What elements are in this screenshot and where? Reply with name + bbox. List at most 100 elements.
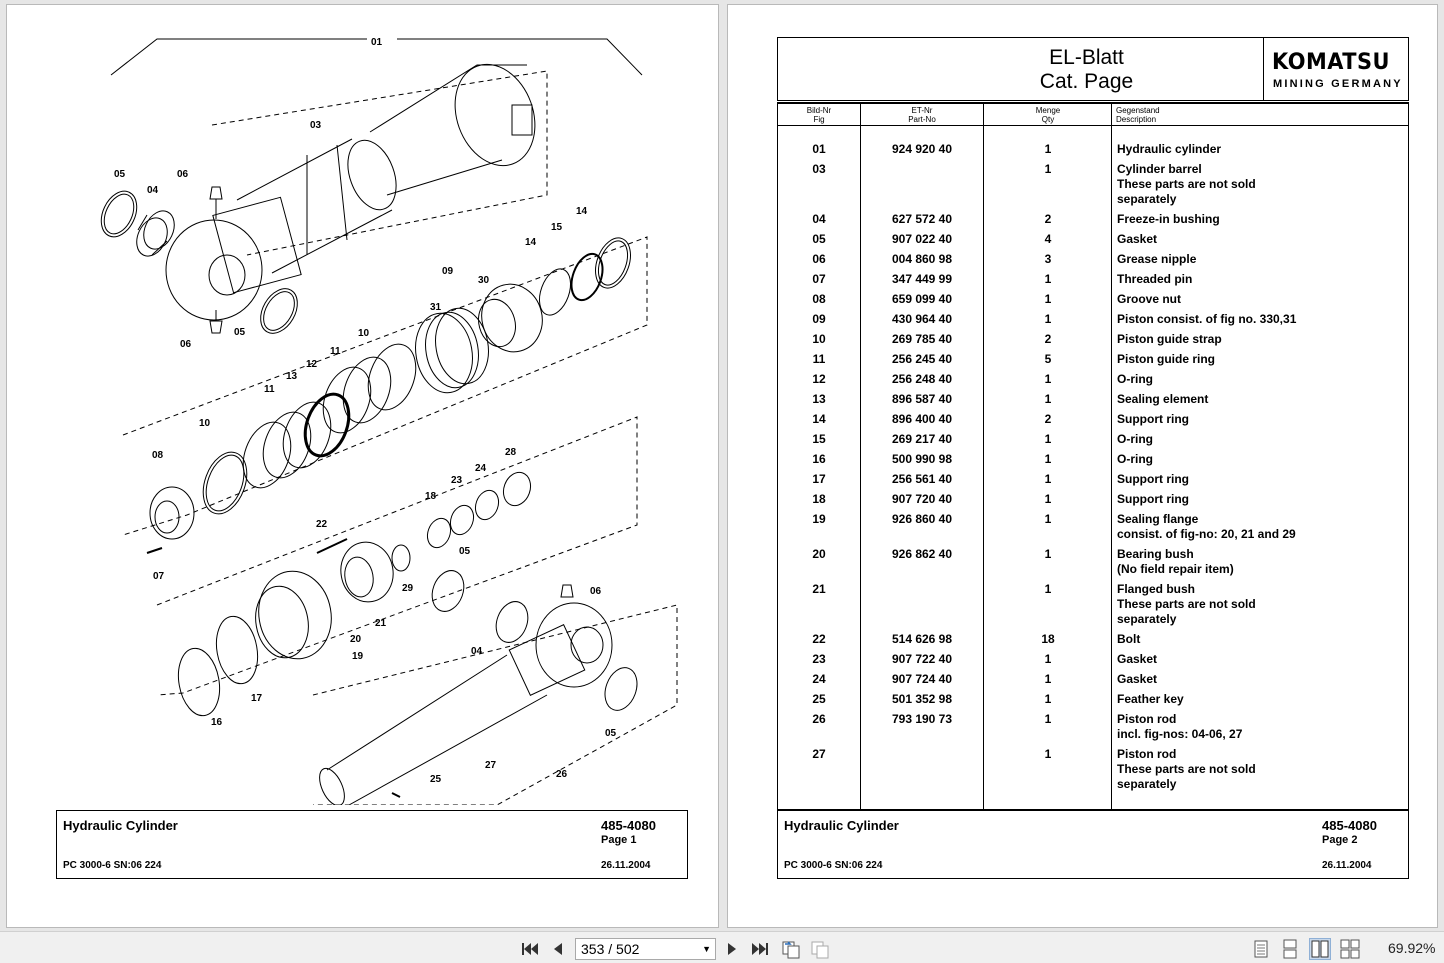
label-14: 14 [576, 206, 588, 217]
qty-cell: 3 [1044, 252, 1052, 266]
catalog-page-title: Hydraulic Cylinder [784, 818, 899, 833]
description-cell: Piston consist. of fig no. 330,31 [1117, 312, 1407, 327]
description-line: separately [1117, 777, 1177, 791]
description-line: Gasket [1117, 672, 1158, 686]
catalog-number: 485-4080 [1322, 818, 1377, 833]
part-no-cell: 627 572 40 [891, 212, 953, 226]
fig-cell: 19 [812, 512, 826, 526]
description-line: Hydraulic cylinder [1117, 142, 1222, 156]
qty-cell: 1 [1044, 162, 1052, 176]
label-01: 01 [371, 37, 383, 48]
continuous-icon[interactable] [1279, 938, 1301, 960]
description-line: Support ring [1117, 492, 1189, 506]
part-no-cell: 793 190 73 [891, 712, 953, 726]
description-line: Cylinder barrel [1117, 162, 1202, 176]
description-cell: O-ring [1117, 432, 1407, 447]
fig-cell: 17 [812, 472, 826, 486]
label-10b: 10 [199, 418, 211, 429]
machine-model: PC 3000-6 SN:06 224 [63, 860, 162, 871]
part-no-cell: 256 245 40 [891, 352, 953, 366]
part-no-cell: 256 248 40 [891, 372, 953, 386]
label-06c: 06 [590, 586, 602, 597]
description-line: These parts are not sold [1117, 597, 1256, 611]
description-cell: Bearing bush(No field repair item) [1117, 547, 1407, 577]
logo-wordmark: KOMATSU [1272, 50, 1390, 75]
label-19: 19 [352, 651, 364, 662]
komatsu-logo: KOMATSU MINING GERMANY [1263, 38, 1408, 100]
prev-view-icon[interactable] [780, 938, 802, 960]
description-line: Support ring [1117, 412, 1189, 426]
part-no-cell: 907 724 40 [891, 672, 953, 686]
zoom-level[interactable]: 69.92% [1388, 940, 1436, 956]
description-line: Piston consist. of fig no. 330,31 [1117, 312, 1297, 326]
fig-cell: 22 [812, 632, 826, 646]
description-cell: Grease nipple [1117, 252, 1407, 267]
label-20: 20 [350, 634, 362, 645]
fig-cell: 16 [812, 452, 826, 466]
part-no-cell: 907 722 40 [891, 652, 953, 666]
next-view-icon[interactable] [809, 938, 831, 960]
fig-cell: 05 [812, 232, 826, 246]
first-page-icon[interactable] [519, 938, 541, 960]
chevron-down-icon[interactable]: ▼ [702, 944, 711, 954]
part-no-cell: 269 785 40 [891, 332, 953, 346]
description-cell: Threaded pin [1117, 272, 1407, 287]
catalog-machine-model: PC 3000-6 SN:06 224 [784, 860, 883, 871]
description-line: These parts are not sold [1117, 177, 1256, 191]
description-line: Gasket [1117, 232, 1158, 246]
page-number-input[interactable]: 353 / 502 ▼ [575, 938, 716, 960]
continuous-facing-icon[interactable] [1339, 938, 1361, 960]
catalog-date: 26.11.2004 [1322, 860, 1372, 871]
part-no-cell: 430 964 40 [891, 312, 953, 326]
label-17: 17 [251, 693, 263, 704]
part-no-cell: 907 022 40 [891, 232, 953, 246]
qty-cell: 1 [1044, 652, 1052, 666]
fig-cell: 18 [812, 492, 826, 506]
description-line: Grease nipple [1117, 252, 1197, 266]
prev-page-icon[interactable] [547, 938, 569, 960]
label-09: 09 [442, 266, 454, 277]
qty-cell: 2 [1044, 332, 1052, 346]
qty-cell: 1 [1044, 142, 1052, 156]
exploded-view-drawing: 01 03 05 04 06 06 05 09 30 31 14 15 14 1… [100, 37, 678, 805]
qty-cell: 1 [1044, 712, 1052, 726]
description-line: Threaded pin [1117, 272, 1193, 286]
last-page-icon[interactable] [749, 938, 771, 960]
catalog-header: EL-Blatt Cat. Page KOMATSU MINING GERMAN… [777, 37, 1409, 101]
label-27: 27 [485, 760, 497, 771]
description-cell: Freeze-in bushing [1117, 212, 1407, 227]
qty-cell: 5 [1044, 352, 1052, 366]
fig-cell: 06 [812, 252, 826, 266]
description-line: These parts are not sold [1117, 762, 1256, 776]
description-cell: Piston guide strap [1117, 332, 1407, 347]
part-no-cell: 907 720 40 [891, 492, 953, 506]
qty-cell: 1 [1044, 292, 1052, 306]
label-06b: 06 [180, 339, 192, 350]
description-line: Flanged bush [1117, 582, 1195, 596]
fig-cell: 15 [812, 432, 826, 446]
next-page-icon[interactable] [721, 938, 743, 960]
description-line: Piston rod [1117, 712, 1177, 726]
label-11: 11 [330, 346, 341, 357]
fig-cell: 23 [812, 652, 826, 666]
facing-icon[interactable] [1309, 938, 1331, 960]
label-06: 06 [177, 169, 189, 180]
fig-cell: 09 [812, 312, 826, 326]
drawing-title: Hydraulic Cylinder [63, 818, 178, 833]
label-11b: 11 [264, 384, 275, 395]
description-line: Sealing element [1117, 392, 1209, 406]
fig-cell: 14 [812, 412, 826, 426]
part-no-cell: 896 400 40 [891, 412, 953, 426]
logo-subtitle: MINING GERMANY [1273, 78, 1403, 90]
fig-cell: 25 [812, 692, 826, 706]
label-15: 15 [551, 222, 563, 233]
description-line: incl. fig-nos: 04-06, 27 [1117, 727, 1243, 741]
single-page-icon[interactable] [1250, 938, 1272, 960]
description-line: O-ring [1117, 452, 1153, 466]
